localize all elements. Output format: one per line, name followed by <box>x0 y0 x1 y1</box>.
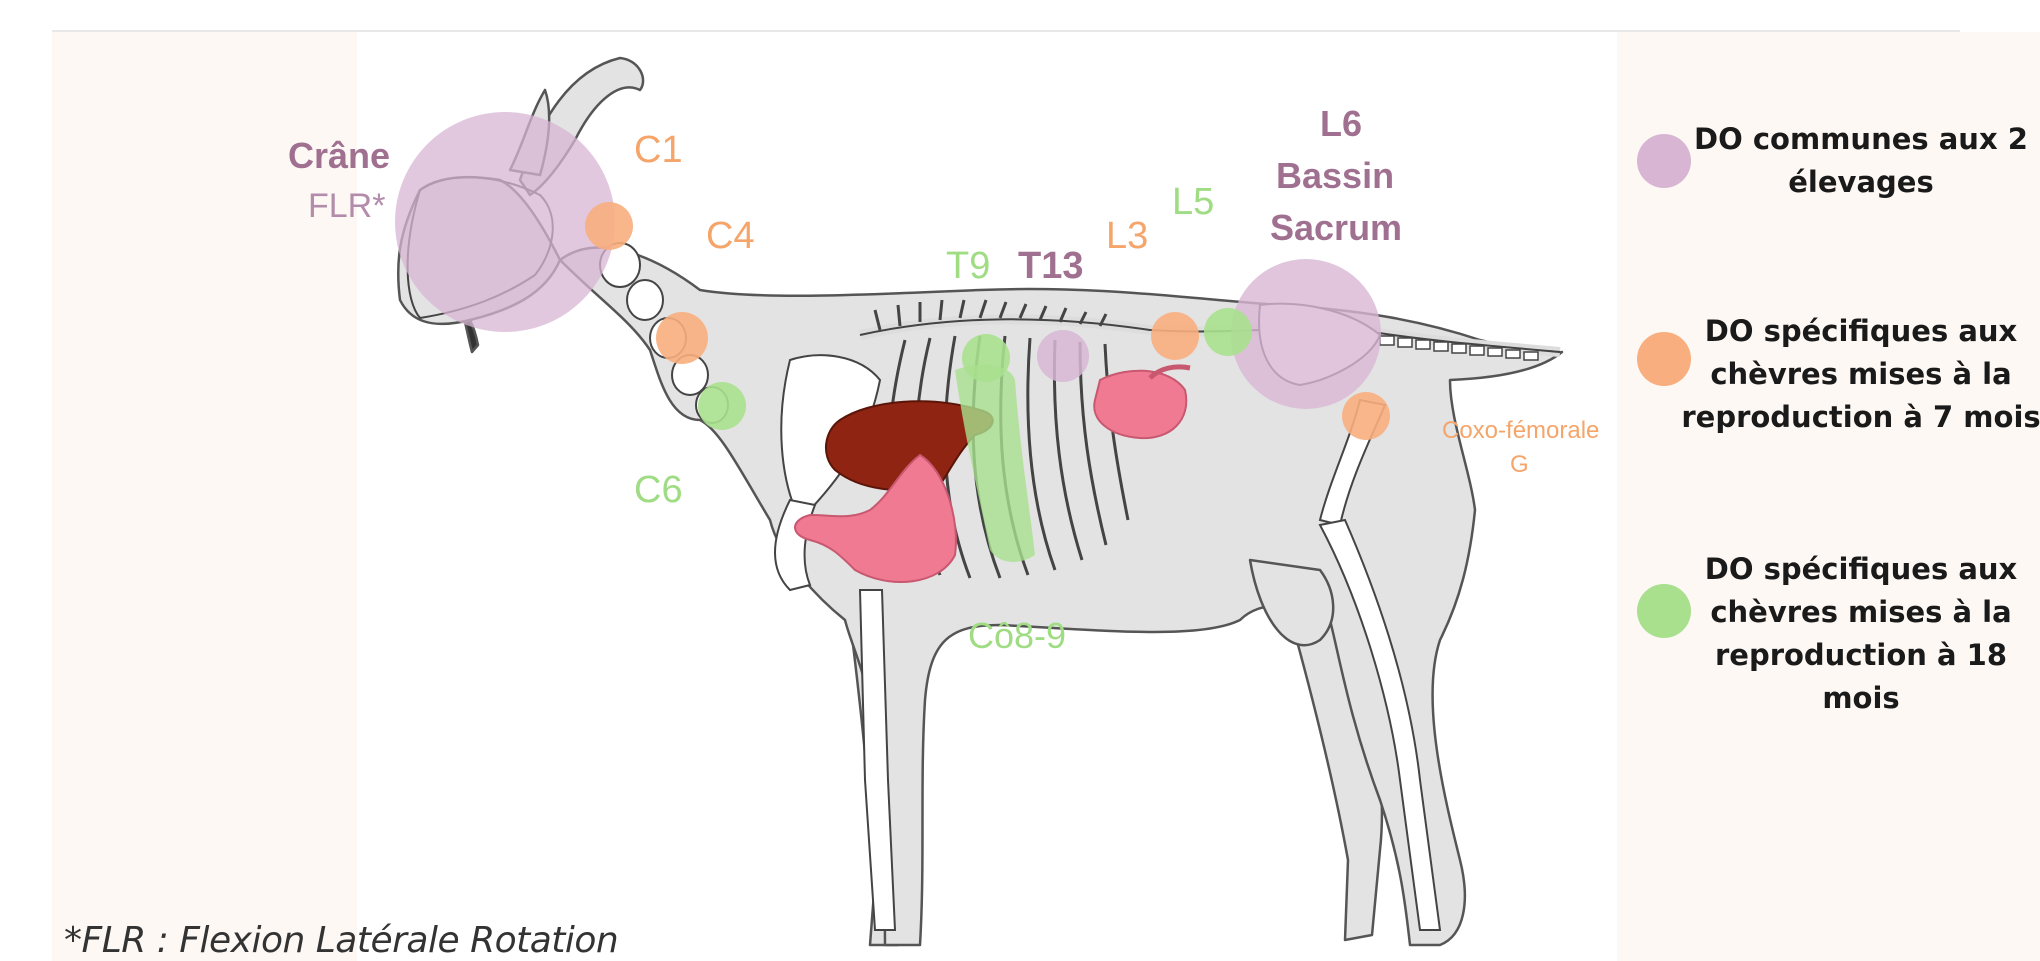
highlight-c6 <box>698 382 746 430</box>
label-c4: C4 <box>706 216 755 258</box>
label-sacrum: Sacrum <box>1270 208 1402 248</box>
label-l6: L6 <box>1320 104 1362 144</box>
highlight-l3 <box>1151 312 1199 360</box>
label-l3: L3 <box>1106 216 1148 258</box>
highlight-c1 <box>585 202 633 250</box>
kidney-heart <box>1094 371 1186 438</box>
cervical-vertebra <box>627 280 663 320</box>
legend-text-7-months: DO spécifiques aux chèvres mises à la re… <box>1680 310 2040 439</box>
label-t9: T9 <box>946 246 990 288</box>
label-flr: FLR* <box>308 188 385 225</box>
label-t13: T13 <box>1018 246 1083 288</box>
legend-text-common: DO communes aux 2 élevages <box>1680 118 2040 204</box>
highlight-bassin <box>1231 259 1381 409</box>
label-co89: Cô8-9 <box>968 616 1066 656</box>
highlight-coxo <box>1342 392 1390 440</box>
udder <box>1250 560 1333 645</box>
label-coxo-side: G <box>1510 452 1529 478</box>
highlight-crane <box>395 112 615 332</box>
label-l5: L5 <box>1172 182 1214 224</box>
label-coxo: Coxo-fémorale <box>1442 418 1599 444</box>
highlight-c4 <box>656 312 708 364</box>
label-c6: C6 <box>634 470 683 512</box>
label-crane: Crâne <box>288 136 390 176</box>
label-bassin: Bassin <box>1276 156 1394 196</box>
legend-text-18-months: DO spécifiques aux chèvres mises à la re… <box>1680 548 2040 720</box>
highlight-t9 <box>962 334 1010 382</box>
highlight-t13 <box>1037 330 1089 382</box>
footnote: *FLR : Flexion Latérale Rotation <box>64 920 618 961</box>
highlight-l5 <box>1204 308 1252 356</box>
label-c1: C1 <box>634 130 683 172</box>
